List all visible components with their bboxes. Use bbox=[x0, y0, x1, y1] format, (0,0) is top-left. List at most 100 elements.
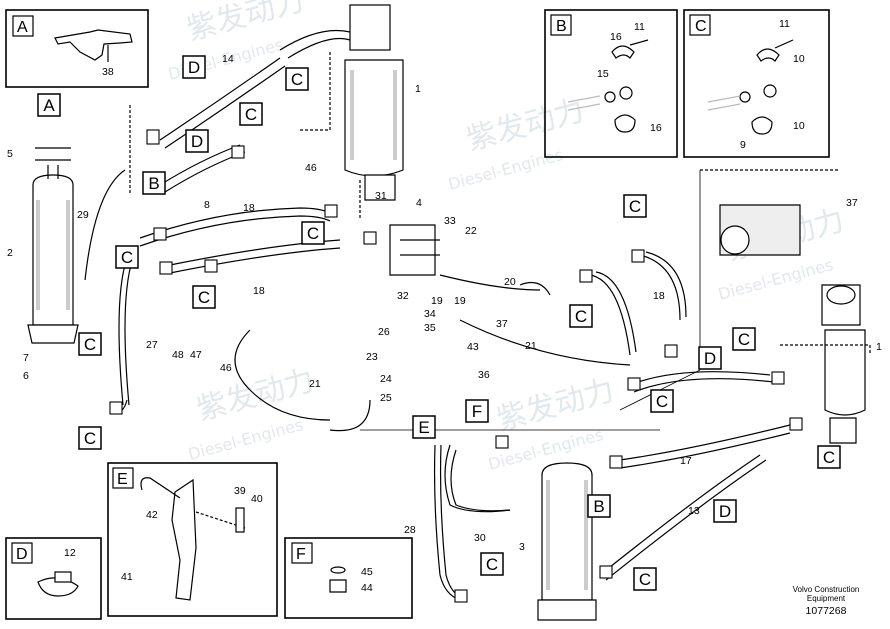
part-number: 21 bbox=[309, 378, 321, 390]
callout-d: D bbox=[191, 132, 203, 151]
callout-d: D bbox=[188, 58, 200, 77]
part-number: 11 bbox=[634, 21, 645, 33]
callout-c: C bbox=[639, 570, 651, 589]
part-number: 35 bbox=[424, 322, 436, 334]
part-number: 37 bbox=[496, 318, 508, 330]
part-number: 16 bbox=[650, 122, 662, 134]
part-number: 4 bbox=[416, 197, 422, 209]
box-f-label: F bbox=[296, 546, 306, 563]
box-b-label: B bbox=[556, 18, 567, 35]
diagram-lines bbox=[27, 4, 871, 621]
callout-c: C bbox=[575, 307, 587, 326]
part-number: 33 bbox=[444, 215, 456, 227]
part-number: 11 bbox=[779, 18, 790, 30]
watermark-en: Diesel-Engines bbox=[446, 145, 565, 194]
part-number: 10 bbox=[793, 53, 805, 65]
part-number: 7 bbox=[23, 352, 29, 364]
part-number: 10 bbox=[793, 120, 805, 132]
detail-box-f bbox=[284, 537, 413, 619]
part-number: 38 bbox=[102, 66, 114, 78]
part-number: 13 bbox=[688, 505, 700, 517]
part-number: 19 bbox=[454, 295, 466, 307]
doc-number: 1077268 bbox=[806, 605, 847, 617]
part-number: 23 bbox=[366, 351, 378, 363]
box-d-label: D bbox=[16, 546, 28, 563]
callout-c: C bbox=[629, 197, 641, 216]
part-number: 9 bbox=[740, 139, 746, 151]
footer-company: Volvo Construction bbox=[793, 585, 860, 594]
callout-c: C bbox=[291, 70, 303, 89]
callout-b: B bbox=[148, 174, 159, 193]
callout-c: C bbox=[307, 224, 319, 243]
callout-a: A bbox=[43, 96, 55, 115]
callout-c: C bbox=[84, 429, 96, 448]
callout-c: C bbox=[198, 288, 210, 307]
detail-box-d bbox=[5, 537, 102, 620]
callout-letters: A D C C D B C C C C C C C C C D C F E B … bbox=[43, 58, 835, 589]
part-number: 24 bbox=[380, 373, 392, 385]
watermark-cn: 紫发动力 bbox=[183, 0, 308, 48]
callout-f: F bbox=[472, 402, 482, 421]
part-number: 46 bbox=[305, 162, 317, 174]
part-number: 37 bbox=[846, 197, 858, 209]
detail-box-b bbox=[544, 9, 678, 158]
part-number: 30 bbox=[474, 532, 486, 544]
part-number: 17 bbox=[680, 455, 692, 467]
part-number: 43 bbox=[467, 341, 479, 353]
part-number: 41 bbox=[121, 571, 133, 583]
part-numbers: 14 1 5 2 29 8 7 6 18 27 46 31 4 33 22 3 2… bbox=[7, 53, 882, 553]
box-e-label: E bbox=[117, 471, 128, 488]
detail-box-a bbox=[5, 9, 149, 88]
part-number: 18 bbox=[253, 285, 265, 297]
part-number: 21 bbox=[525, 340, 537, 352]
part-number: 42 bbox=[146, 509, 158, 521]
part-number: 47 bbox=[190, 349, 202, 361]
part-number: 12 bbox=[64, 547, 76, 559]
callout-c: C bbox=[656, 392, 668, 411]
callout-c: C bbox=[121, 248, 133, 267]
fittings bbox=[109, 129, 803, 603]
part-number: 27 bbox=[146, 339, 158, 351]
callout-c: C bbox=[738, 330, 750, 349]
part-number: 39 bbox=[234, 485, 246, 497]
box-c-label: C bbox=[695, 18, 707, 35]
callout-c: C bbox=[84, 335, 96, 354]
part-number: 25 bbox=[380, 392, 392, 404]
detail-box-e bbox=[107, 462, 278, 617]
box-a-label: A bbox=[17, 19, 28, 36]
part-number: 45 bbox=[361, 566, 373, 578]
part-number: 1 bbox=[876, 341, 882, 353]
callout-d: D bbox=[704, 349, 716, 368]
callout-c: C bbox=[245, 105, 257, 124]
part-number: 16 bbox=[610, 31, 622, 43]
part-number: 31 bbox=[375, 190, 387, 202]
part-number: 46 bbox=[220, 362, 232, 374]
part-number: 26 bbox=[378, 326, 390, 338]
part-number: 14 bbox=[222, 53, 234, 65]
part-number: 44 bbox=[361, 582, 373, 594]
part-number: 28 bbox=[404, 524, 416, 536]
part-number: 6 bbox=[23, 370, 29, 382]
part-number: 3 bbox=[519, 541, 525, 553]
part-number: 29 bbox=[77, 209, 89, 221]
callout-boxes bbox=[37, 55, 841, 591]
callout-d: D bbox=[719, 502, 731, 521]
part-number: 48 bbox=[172, 349, 184, 361]
callout-e: E bbox=[418, 418, 429, 437]
part-number: 5 bbox=[7, 148, 13, 160]
part-number: 15 bbox=[597, 68, 609, 80]
watermark-cn: 紫发动力 bbox=[463, 93, 588, 158]
footer-division: Equipment bbox=[807, 594, 846, 603]
part-number: 2 bbox=[7, 247, 13, 259]
part-number: 20 bbox=[504, 276, 516, 288]
part-number: 8 bbox=[204, 199, 210, 211]
part-number: 34 bbox=[424, 308, 436, 320]
callout-b: B bbox=[593, 497, 604, 516]
footer: Volvo Construction Equipment 1077268 bbox=[793, 585, 860, 617]
part-number: 22 bbox=[465, 225, 477, 237]
part-number: 1 bbox=[415, 83, 421, 95]
callout-c: C bbox=[823, 448, 835, 467]
part-number: 40 bbox=[251, 493, 263, 505]
